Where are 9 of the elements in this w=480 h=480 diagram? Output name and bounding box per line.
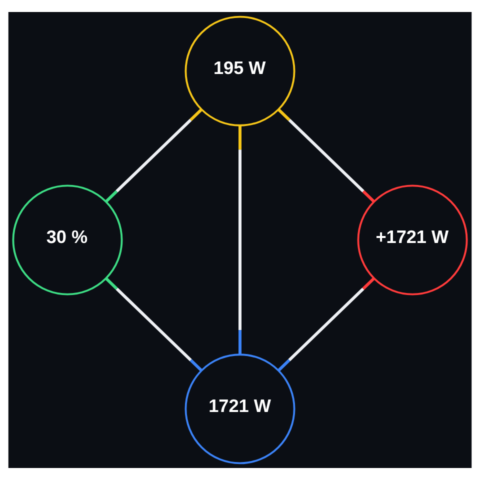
connector [278, 108, 375, 203]
connector [105, 108, 202, 203]
connector [278, 277, 375, 372]
node-circle: 30 % [12, 184, 123, 296]
node-circle: 195 W [184, 16, 296, 126]
node-circle: 1721 W [184, 354, 296, 464]
connector [238, 125, 242, 354]
node-circle: +1721 W [357, 184, 468, 296]
connector [105, 277, 202, 372]
